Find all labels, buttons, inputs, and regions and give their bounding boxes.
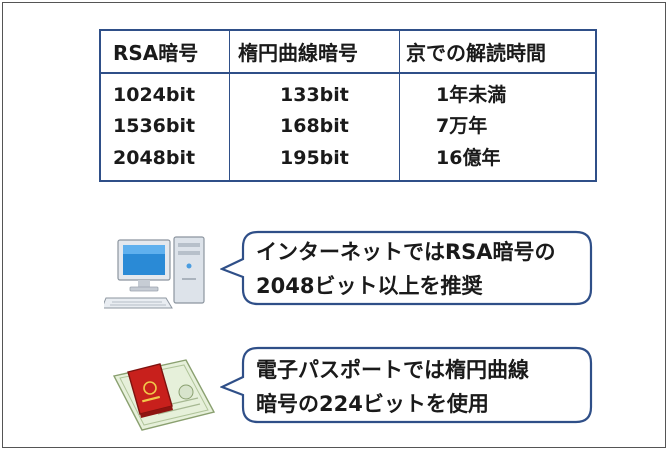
passport-certificate-icon bbox=[106, 356, 222, 436]
table-cell: 1536bit bbox=[113, 115, 196, 137]
internet-callout-text: インターネットではRSA暗号の 2048ビット以上を推奨 bbox=[256, 235, 556, 303]
table-body: 1024bit 1536bit 2048bit 133bit 168bit 19… bbox=[101, 74, 595, 180]
passport-callout: 電子パスポートでは楕円曲線 暗号の224ビットを使用 bbox=[220, 345, 594, 425]
passport-callout-text: 電子パスポートでは楕円曲線 暗号の224ビットを使用 bbox=[256, 353, 529, 421]
callout-line: インターネットではRSA暗号の bbox=[256, 240, 556, 264]
table-header-row: RSA暗号 楕円曲線暗号 京での解読時間 bbox=[101, 31, 595, 74]
table-cell: 7万年 bbox=[436, 115, 488, 137]
table-cell: 133bit bbox=[280, 83, 349, 106]
speech-bubble-shape bbox=[220, 346, 593, 424]
desktop-computer-icon bbox=[101, 234, 212, 312]
header-rsa: RSA暗号 bbox=[113, 41, 199, 65]
column-crack-time: 1年未満 7万年 16億年 bbox=[399, 74, 595, 180]
table-cell: 168bit bbox=[280, 115, 349, 137]
table-cell: 1年未満 bbox=[436, 83, 507, 106]
table-cell: 2048bit bbox=[113, 146, 196, 169]
table-cell: 1024bit bbox=[113, 83, 196, 106]
column-ecc: 133bit 168bit 195bit bbox=[229, 74, 399, 180]
table-cell: 195bit bbox=[280, 146, 349, 169]
internet-callout: インターネットではRSA暗号の 2048ビット以上を推奨 bbox=[220, 229, 594, 307]
callout-line: 暗号の224ビットを使用 bbox=[256, 392, 489, 416]
header-crack-time: 京での解読時間 bbox=[399, 31, 595, 72]
column-rsa: 1024bit 1536bit 2048bit bbox=[101, 74, 229, 180]
callout-line: 2048ビット以上を推奨 bbox=[256, 274, 483, 298]
header-ecc: 楕円曲線暗号 bbox=[229, 31, 399, 72]
speech-bubble-shape bbox=[220, 230, 593, 306]
key-length-table: RSA暗号 楕円曲線暗号 京での解読時間 1024bit 1536bit 204… bbox=[99, 29, 597, 182]
table-cell: 16億年 bbox=[436, 146, 501, 169]
callout-line: 電子パスポートでは楕円曲線 bbox=[256, 358, 529, 382]
figure-frame bbox=[2, 2, 666, 448]
